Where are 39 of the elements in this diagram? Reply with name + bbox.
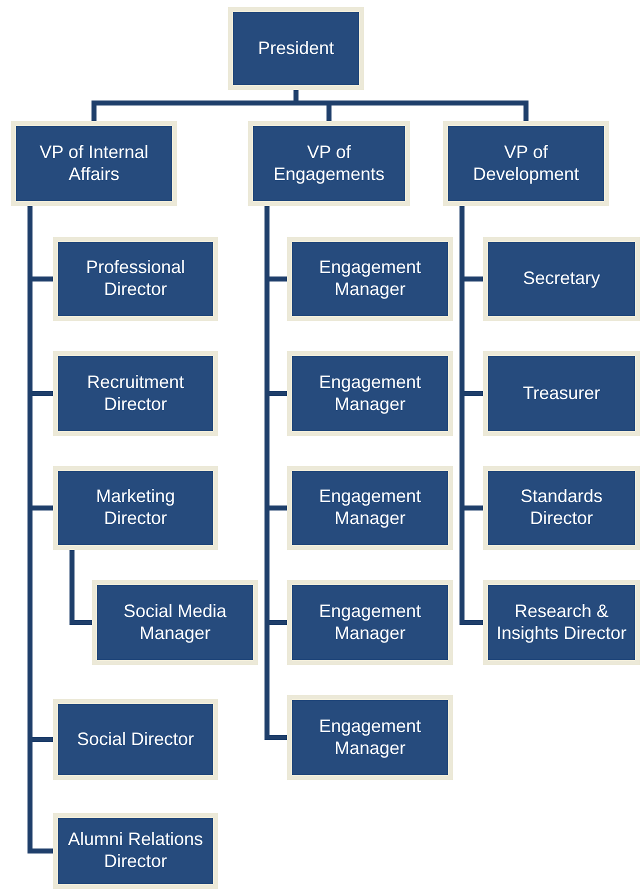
org-box [11, 121, 177, 206]
role-title: Treasurer [522, 382, 600, 404]
org-box [287, 351, 453, 436]
org-box [228, 7, 364, 90]
role-title: Engagement Manager [318, 600, 422, 644]
role-title: Social Director [76, 728, 194, 750]
role-title: Social Media Manager [122, 600, 228, 644]
role-title: VP of Internal Affairs [38, 142, 150, 186]
role-title: Standards Director [519, 486, 604, 530]
org-box [287, 580, 453, 665]
org-box [443, 121, 609, 206]
org-box [483, 466, 640, 550]
org-box [483, 351, 640, 436]
org-box [53, 699, 218, 780]
role-title: VP of Development [472, 142, 580, 186]
org-box [483, 580, 640, 665]
role-title: Engagement Manager [318, 372, 422, 416]
org-box [483, 237, 640, 321]
org-box [53, 466, 218, 550]
org-box [53, 237, 218, 321]
role-title: Marketing Director [94, 486, 176, 530]
org-box [92, 580, 258, 665]
role-title: Engagement Manager [318, 257, 422, 301]
role-title: VP of Engagements [272, 142, 386, 186]
role-title: President [258, 38, 334, 60]
org-box [53, 813, 218, 889]
org-box [53, 351, 218, 436]
role-title: Professional Director [84, 257, 186, 301]
org-box [287, 237, 453, 321]
connector-line [70, 550, 92, 625]
org-box [248, 121, 410, 206]
role-title: Secretary [522, 268, 600, 290]
role-title: Alumni Relations Director [66, 829, 204, 873]
role-title: Research & Insights Director [495, 600, 628, 644]
org-box [287, 695, 453, 780]
role-title: Recruitment Director [86, 372, 186, 416]
role-title: Engagement Manager [318, 486, 422, 530]
org-box [287, 466, 453, 550]
role-title: Engagement Manager [318, 716, 422, 760]
